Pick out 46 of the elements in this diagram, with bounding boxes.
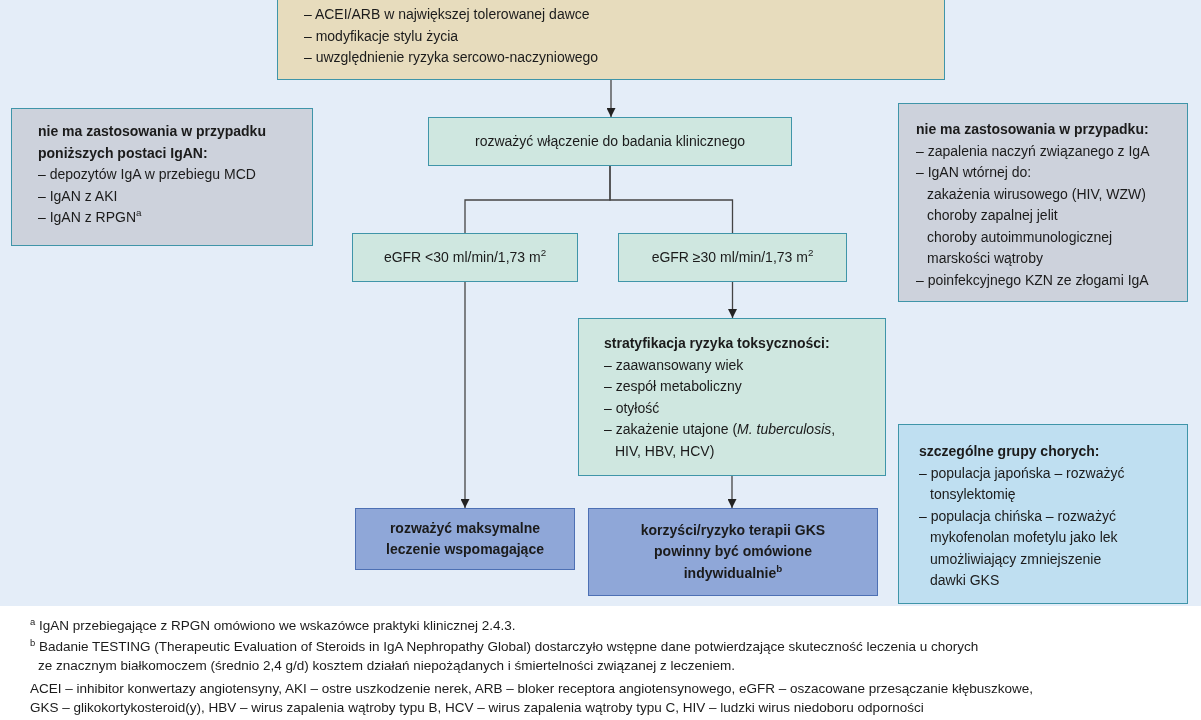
process-box (578, 318, 886, 476)
condition-box (352, 233, 578, 282)
list-item: – zaawansowany wiek (604, 355, 745, 375)
note-box (898, 424, 1188, 604)
box-text: rozważyć maksymalne leczenie wspomagające (385, 518, 545, 559)
process-box (428, 117, 792, 166)
list-item: – zapalenia naczyń związanego z IgA (916, 141, 1151, 161)
list-item: – populacja japońska – rozważyć tonsylektomię (919, 463, 1126, 504)
box-text: eGFR ≥30 ml/min/1,73 m$^{2}$ (651, 246, 814, 267)
list-item: zakażenia wirusowego (HIV, WZW) (926, 184, 1147, 204)
list-item: – zespół metaboliczny (604, 377, 743, 396)
footnote: $^{a}$ IgAN przebiegające z RPGN omówiono we wskazówce praktyki klinicznej 2.4.3. (30, 616, 517, 635)
box-text: korzyści/ryzyko terapii GKS powinny być omówione indywidualnie$^{b}$ (639, 520, 827, 583)
outcome-box (355, 508, 575, 570)
outcome-box (588, 508, 878, 596)
box-heading: stratyfikacja ryzyka toksyczności: (604, 334, 831, 353)
connector-line (609, 165, 734, 234)
note-box (898, 103, 1188, 302)
list-item: choroby autoimmunologicznej (926, 227, 1114, 247)
list-item: – modyfikacje stylu życia (304, 26, 460, 46)
list-item: – uwzględnienie ryzyka sercowo-naczyniowego (304, 48, 600, 67)
list-item: choroby zapalnej jelit (926, 206, 1059, 225)
list-item: – depozytów IgA w przebiegu MCD (38, 165, 257, 184)
list-item: – otyłość (604, 398, 661, 418)
list-item: – IgAN z AKI (38, 186, 119, 206)
list-item: – IgAN wtórnej do: (916, 163, 1033, 182)
condition-box (618, 233, 847, 282)
list-item: – populacja chińska – rozważyć mykofenolan mofetylu jako lek umożliwiający zmniejszenie dawki GKS (919, 506, 1119, 590)
box-heading: szczególne grupy chorych: (919, 442, 1101, 461)
arrow (606, 79, 616, 118)
note-box (11, 108, 313, 246)
list-item: – zakażenie utajone (M. tuberculosis, HIV, HBV, HCV) (604, 420, 837, 461)
list-item: – ACEI/ARB w największej tolerowanej dawce (304, 5, 591, 24)
abbreviations-note: ACEI – inhibitor konwertazy angiotensyny, AKI – ostre uszkodzenie nerek, ARB – bloker receptora angiotensynowego, eGFR – oszacowane przesączanie kłębuszkowe, GKS – glikokortykosteroid(y), HBV – wirus zapalenia wątroby typu B, HCV – wirus zapalenia wątroby typu C, HIV – ludzki wirus niedoboru odporności (30, 680, 1035, 717)
arrow (728, 281, 737, 319)
list-item: – poinfekcyjnego KZN ze złogami IgA (916, 270, 1150, 290)
list-item: – IgAN z RPGN$^{a}$ (38, 207, 143, 227)
box-text: rozważyć włączenie do badania klinicznego (474, 131, 745, 151)
list-item: marskości wątroby (926, 249, 1044, 268)
process-box (277, 0, 945, 80)
arrow (727, 475, 737, 509)
box-heading: nie ma zastosowania w przypadku poniższych postaci IgAN: (38, 122, 267, 163)
box-text: eGFR <30 ml/min/1,73 m$^{2}$ (383, 246, 547, 267)
footnote: $^{b}$ Badanie TESTING (Therapeutic Evaluation of Steroids in IgA Nephropathy Global) dostarczyło wstępne dane potwierdzające skuteczność leczenia u chorych ze znacznym białkomoczem (średnio 2,4 g/d) kosztem działań niepożądanych i śmiertelności związanej z leczeniem. (30, 637, 980, 675)
arrow (460, 281, 470, 509)
box-heading: nie ma zastosowania w przypadku: (916, 120, 1150, 139)
